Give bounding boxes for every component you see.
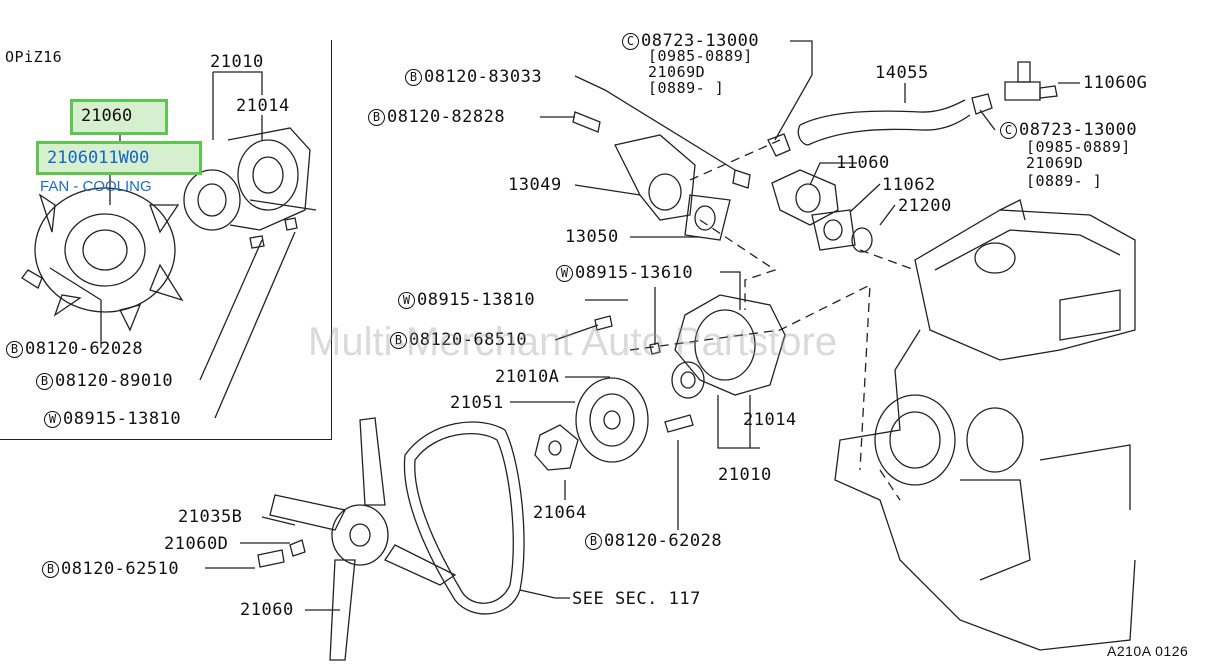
label-21010-inset: 21010	[210, 52, 264, 72]
label-13049: 13049	[508, 175, 562, 195]
label-21014-inset: 21014	[236, 96, 290, 116]
label-text: 08915-13810	[63, 409, 182, 429]
label-see-section: SEE SEC. 117	[572, 589, 701, 609]
thermostat-housing-drawing	[572, 111, 873, 253]
figure-code: A210A 0126	[1107, 643, 1189, 659]
inset-pump-drawing	[183, 127, 311, 249]
label-11060: 11060	[836, 153, 890, 173]
label-range-top-2: [0889- ]	[648, 79, 725, 97]
hose-drawing	[797, 61, 1058, 146]
clamp-icon: C	[1000, 122, 1017, 139]
label-11060g: 11060G	[1083, 73, 1148, 93]
label-21051: 21051	[450, 393, 504, 413]
label-21010a: 21010A	[495, 367, 560, 387]
label-range-right-2: [0889- ]	[1026, 172, 1103, 190]
fan-belt-drawing	[403, 421, 525, 615]
label-21035b: 21035B	[178, 507, 243, 527]
clamp-icon: C	[622, 33, 639, 50]
label-11062: 11062	[882, 175, 936, 195]
washer-icon: W	[556, 265, 573, 282]
fan-cooling-caption: FAN - COOLING	[40, 178, 152, 195]
bolt-icon: B	[368, 109, 385, 126]
label-text: 08120-62028	[604, 531, 723, 551]
label-14055: 14055	[875, 63, 929, 83]
bolt-icon: B	[36, 373, 53, 390]
label-21069d-right: 21069D	[1026, 154, 1084, 172]
water-pump-drawing	[534, 294, 786, 471]
flow-dashed-lines	[629, 139, 916, 501]
label-21200: 21200	[898, 196, 952, 216]
label-text: 08915-13610	[575, 263, 694, 283]
label-21069d-top: 21069D	[648, 63, 706, 81]
label-21060: 21060	[240, 600, 294, 620]
washer-icon: W	[44, 411, 61, 428]
big-fan-drawing	[257, 417, 457, 661]
washer-icon: W	[398, 292, 415, 309]
inset-title: OPiZ16	[5, 48, 63, 66]
highlight-part-number[interactable]: 2106011W00	[36, 141, 202, 175]
watermark-text: Multi-Merchant Auto Partstore	[308, 320, 838, 364]
label-21064: 21064	[533, 503, 587, 523]
bolt-icon: B	[6, 341, 23, 358]
label-text: 08120-89010	[55, 371, 174, 391]
label-text: 08915-13810	[417, 290, 536, 310]
highlight-part-top[interactable]: 21060	[70, 99, 168, 135]
label-text: 08120-62510	[61, 559, 180, 579]
highlight-part-top-text: 21060	[81, 106, 133, 126]
label-21014: 21014	[743, 410, 797, 430]
label-range-right-1: [0985-0889]	[1026, 138, 1131, 156]
engine-block-drawing	[834, 199, 1136, 651]
label-text: 08723-13000	[1019, 120, 1138, 140]
label-text: 08120-68510	[409, 330, 528, 350]
label-13050: 13050	[565, 227, 619, 247]
label-text: 08120-83033	[424, 67, 543, 87]
bolt-icon: B	[405, 69, 422, 86]
inset-leader-lines	[49, 71, 317, 419]
label-21010: 21010	[718, 465, 772, 485]
label-21060d: 21060D	[164, 534, 229, 554]
bolt-icon: B	[390, 332, 407, 349]
bolt-icon: B	[42, 561, 59, 578]
label-range-top-1: [0985-0889]	[648, 47, 753, 65]
inset-frame	[0, 40, 332, 440]
inset-fan-drawing	[21, 187, 184, 332]
label-text: 08120-82828	[387, 107, 506, 127]
label-text: 08120-62028	[25, 339, 144, 359]
main-leader-lines	[205, 40, 1080, 611]
label-text: 08723-13000	[641, 31, 760, 51]
bolt-icon: B	[585, 533, 602, 550]
highlight-part-number-text: 2106011W00	[47, 148, 150, 168]
